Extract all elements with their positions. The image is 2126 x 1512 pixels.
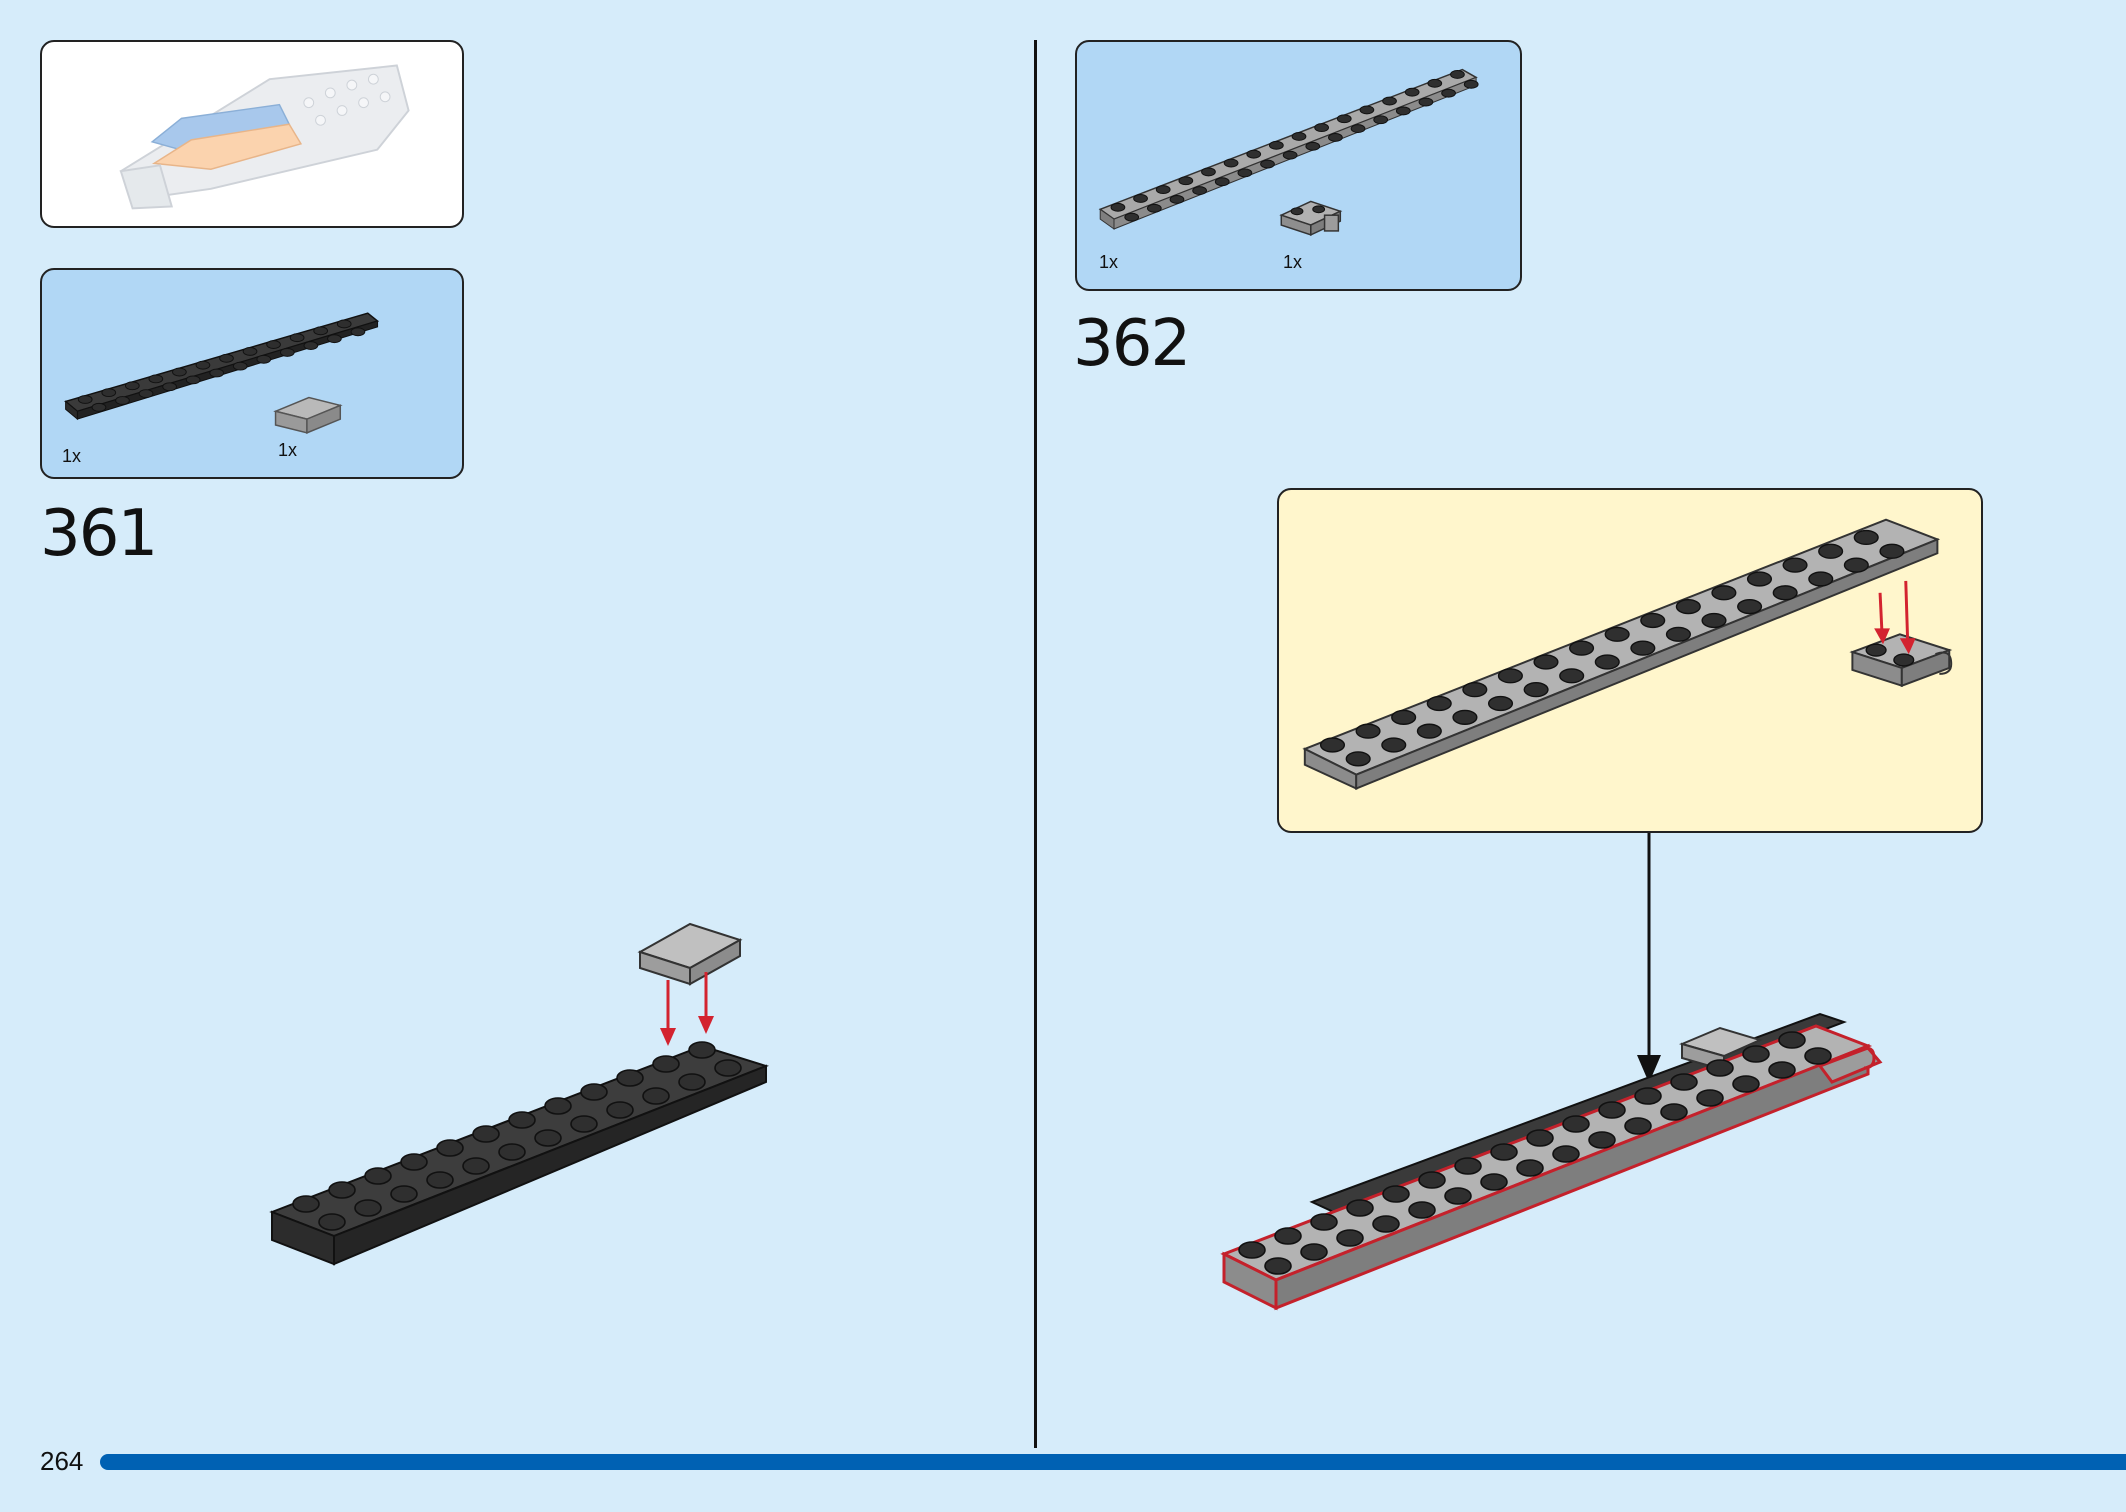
grey-tile-icon (273, 396, 343, 434)
page-divider (1034, 40, 1037, 1448)
model-preview-icon (119, 64, 410, 210)
step-361-illustration (260, 900, 780, 1280)
grey-clip-icon (1279, 200, 1343, 237)
model-preview-frame (40, 40, 464, 228)
part-quantity: 1x (62, 446, 82, 466)
step-362-illustration (1220, 1010, 1900, 1330)
step-number: 361 (40, 497, 158, 571)
progress-bar-fill (100, 1454, 2126, 1470)
page-number: 264 (40, 1446, 84, 1476)
parts-list-panel: 1x 1x (1075, 40, 1522, 291)
part-quantity: 1x (1099, 252, 1119, 272)
part-quantity: 1x (1283, 252, 1303, 272)
callout-connector (1630, 833, 1670, 1093)
parts-illustration (64, 312, 380, 434)
progress-bar (100, 1454, 2126, 1470)
part-quantity: 1x (278, 440, 298, 460)
sub-assembly-callout (1277, 488, 1983, 833)
parts-list-panel: 1x 1x (40, 268, 464, 479)
step-number: 362 (1073, 307, 1191, 381)
callout-illustration (1302, 518, 1953, 791)
parts-illustration (1098, 68, 1479, 237)
